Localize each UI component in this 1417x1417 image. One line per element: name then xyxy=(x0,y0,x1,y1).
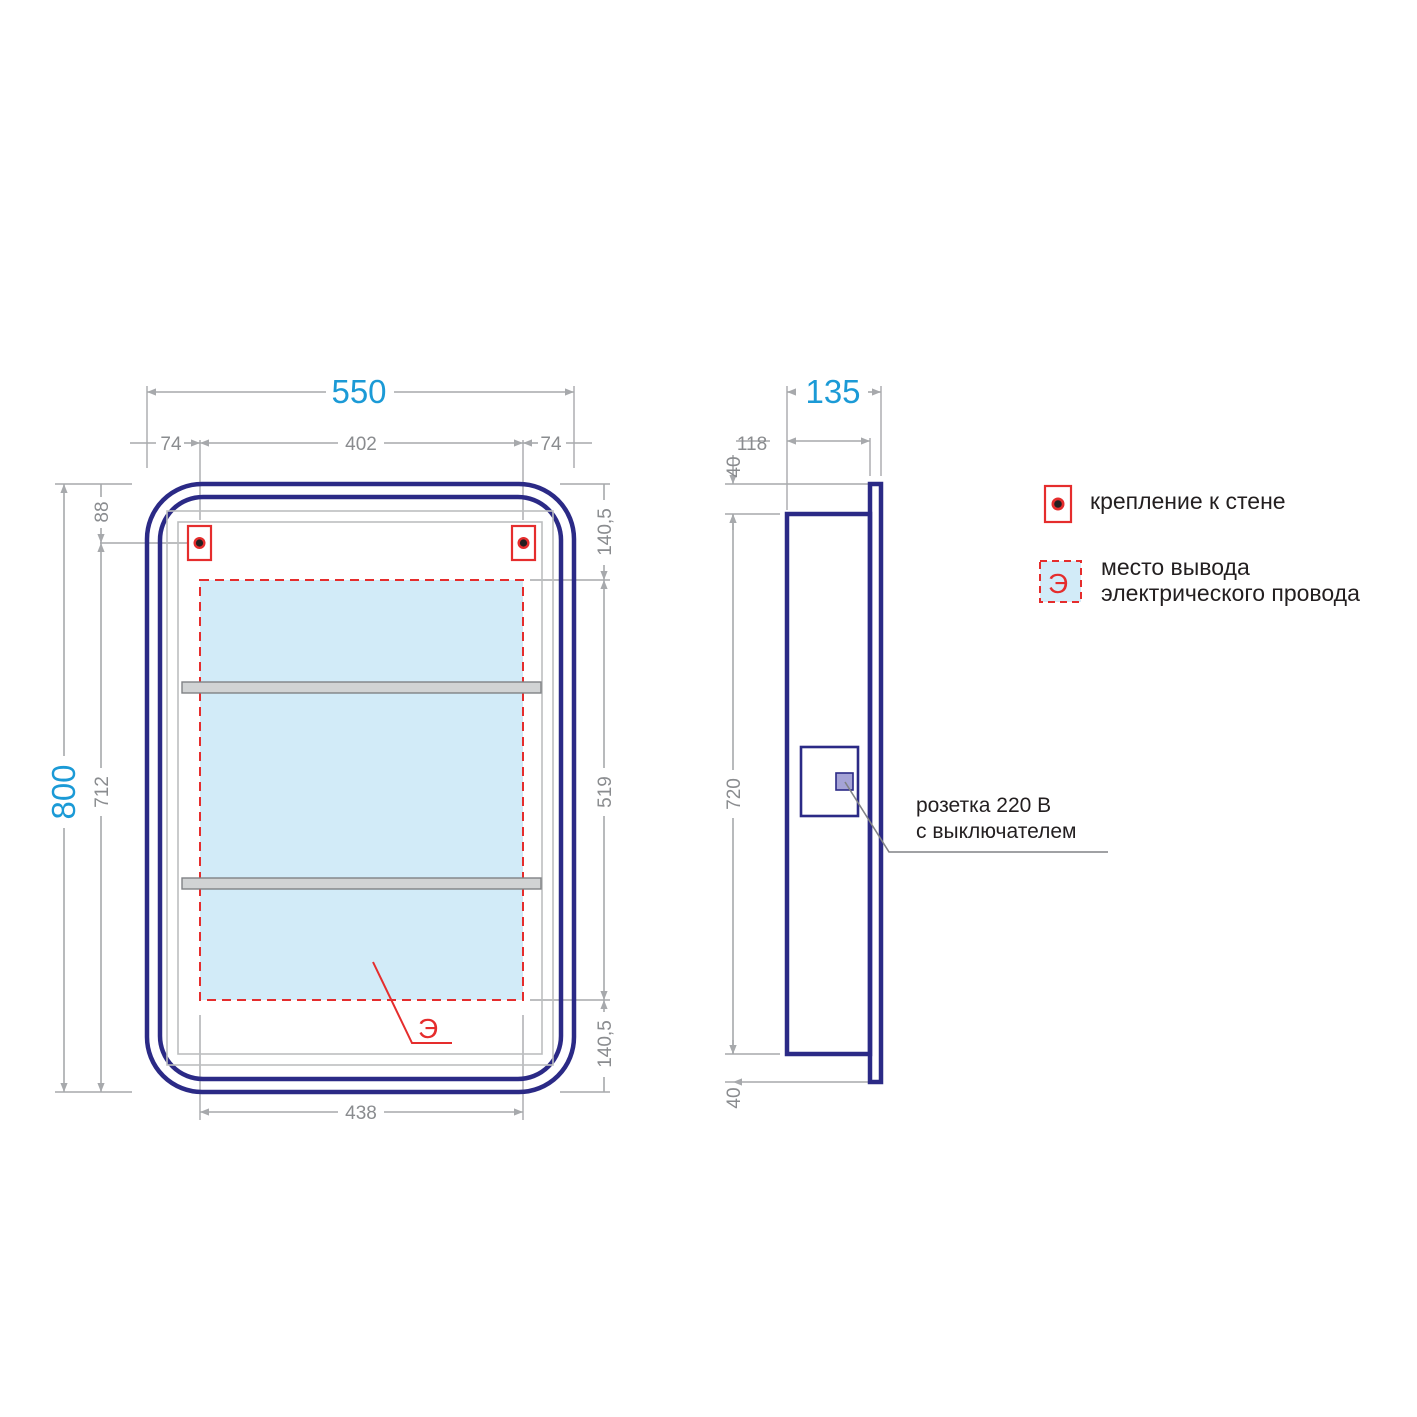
side-dim-body-depth: 118 xyxy=(737,434,767,455)
dim-overall-height: 800 xyxy=(45,764,82,819)
legend-zone-symbol: Э xyxy=(1048,568,1068,599)
socket-housing xyxy=(799,745,860,818)
shelf-upper xyxy=(181,681,542,694)
legend-mount-label: крепление к стене xyxy=(1090,488,1286,514)
dim-edge-offset-right: 74 xyxy=(540,434,562,455)
socket-label-line2: с выключателем xyxy=(916,820,1076,843)
mount-point-right xyxy=(510,524,537,562)
legend-zone-label-line2: электрического провода xyxy=(1101,580,1360,606)
dim-top-to-zone: 140,5 xyxy=(595,508,616,556)
dim-zone-height: 519 xyxy=(595,776,616,808)
socket-switch-icon xyxy=(835,772,854,791)
socket-leader-line xyxy=(844,781,1108,853)
cable-outlet-zone xyxy=(199,579,524,1001)
cabinet-inner-outline xyxy=(157,494,564,1082)
socket-label-line1: розетка 220 В xyxy=(916,794,1051,817)
mount-hole-left xyxy=(195,539,204,547)
dim-edge-offset-left: 74 xyxy=(160,434,182,455)
legend-mount-icon xyxy=(1043,484,1073,524)
legend-zone-icon: Э xyxy=(1039,560,1082,603)
legend-mount-hole xyxy=(1054,500,1062,508)
dim-mount-to-bottom: 712 xyxy=(92,776,113,808)
side-door-panel xyxy=(867,481,884,1085)
dim-zone-width: 438 xyxy=(345,1103,377,1124)
side-dim-bottom-offset: 40 xyxy=(724,1087,745,1108)
dim-top-to-mount: 88 xyxy=(92,501,113,522)
dim-overall-width: 550 xyxy=(331,373,386,410)
zone-leader-line xyxy=(372,961,452,1044)
front-view: 550 74 402 74 800 88 712 140,5 519 140,5 xyxy=(45,373,616,1124)
side-dim-top-offset: 40 xyxy=(724,456,745,477)
cabinet-outer-outline xyxy=(144,481,577,1095)
side-dim-body-height: 720 xyxy=(724,778,745,810)
inner-frame-inner xyxy=(177,521,543,1055)
zone-marker: Э xyxy=(418,1013,438,1044)
inner-frame-outer xyxy=(166,510,554,1066)
side-dim-overall-depth: 135 xyxy=(805,373,860,410)
dim-mount-spacing: 402 xyxy=(345,434,377,455)
mount-hole-right xyxy=(519,539,528,547)
legend: крепление к стене Э место вывода электри… xyxy=(1039,484,1360,606)
mount-point-left xyxy=(186,524,213,562)
shelf-lower xyxy=(181,877,542,890)
side-view: 135 118 40 720 40 розетка 220 В с выключ… xyxy=(724,373,1108,1109)
legend-zone-label-line1: место вывода xyxy=(1101,554,1250,580)
dim-zone-to-bottom: 140,5 xyxy=(595,1020,616,1068)
legend-zone-swatch xyxy=(1039,560,1082,603)
